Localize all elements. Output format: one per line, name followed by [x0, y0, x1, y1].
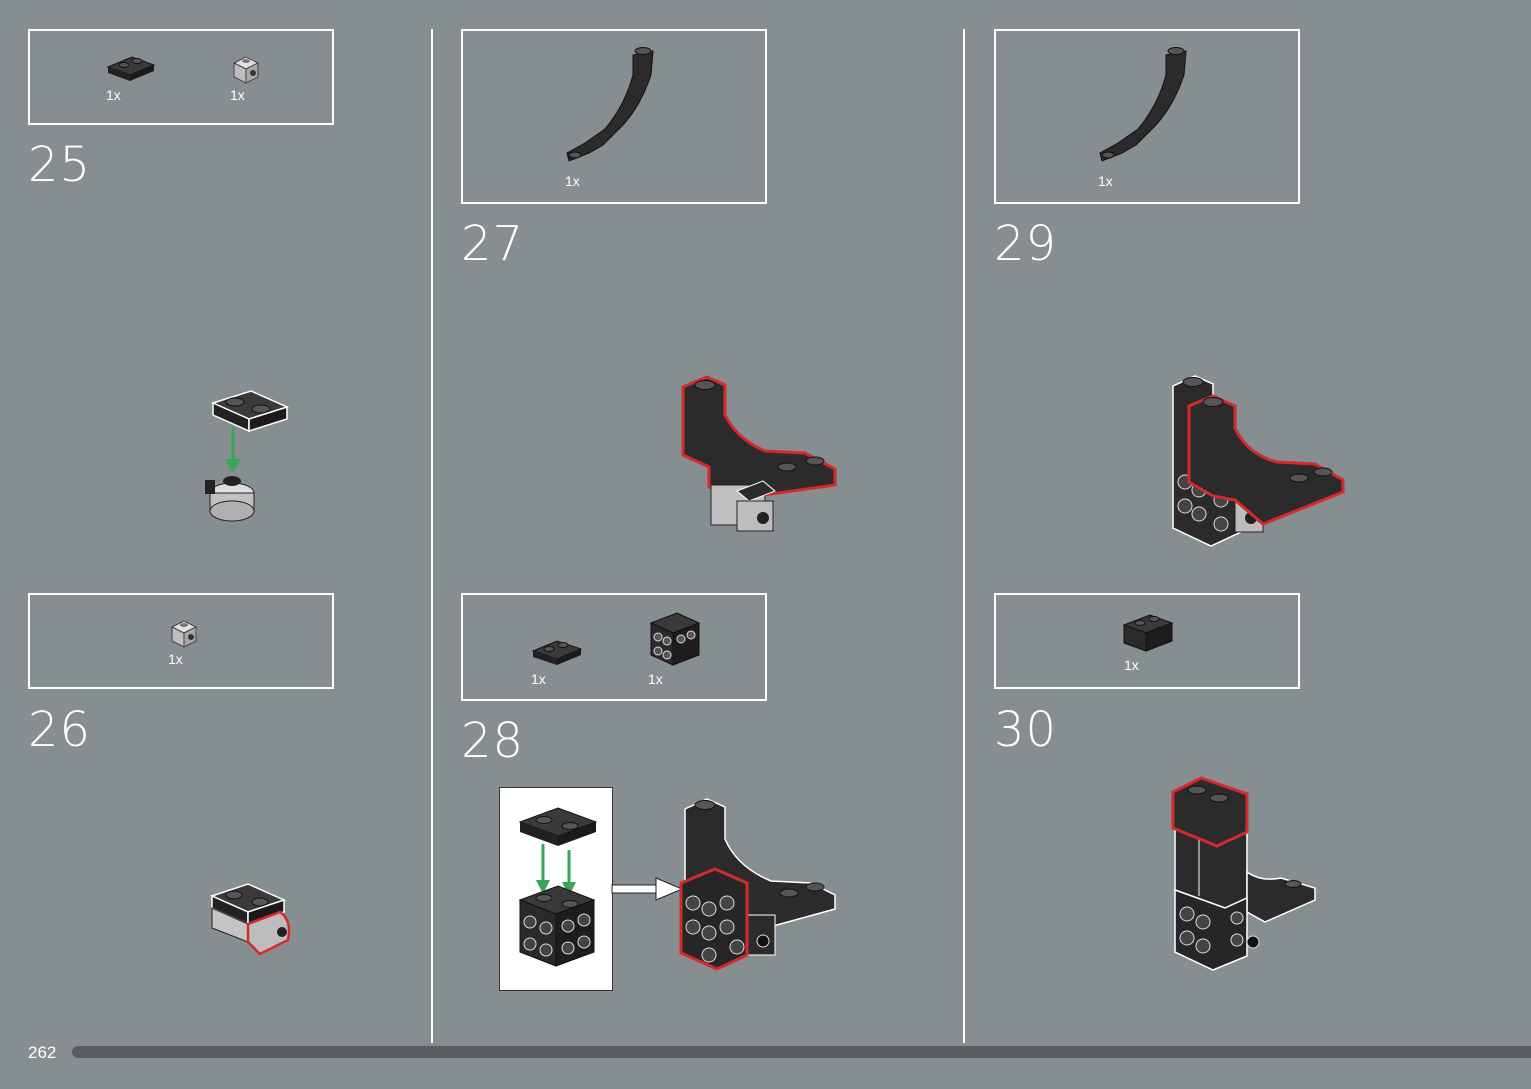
plate-1x2-black-icon	[531, 640, 583, 665]
arch-curved-black-icon	[1099, 47, 1187, 162]
step-number-30: 30	[994, 702, 1058, 758]
brick-1x1-light-gray-icon	[170, 620, 198, 648]
step-28-model-illustration	[679, 798, 836, 971]
sub-assembly-callout	[499, 787, 613, 991]
step-27-model-illustration	[681, 375, 837, 532]
parts-list-step-25: 1x 1x	[28, 29, 334, 125]
parts-list-step-28: 1x 1x	[461, 593, 767, 701]
column-divider-left	[431, 29, 433, 1043]
step-number-25: 25	[28, 137, 92, 193]
brick-2x2-studs-black-icon	[649, 612, 701, 666]
brick-1x2-black-icon	[1122, 614, 1174, 652]
step-26-part-1-qty: 1x	[168, 651, 183, 667]
parts-list-step-29: 1x	[994, 29, 1300, 204]
plate-1x2-black-icon	[106, 56, 156, 81]
sub-assembly-illustration	[518, 807, 598, 967]
step-25-part-2-qty: 1x	[230, 87, 245, 103]
step-29-part-1-qty: 1x	[1098, 173, 1113, 189]
parts-list-step-27: 1x	[461, 29, 767, 204]
parts-list-step-30: 1x	[994, 593, 1300, 689]
step-28-part-1-qty: 1x	[531, 671, 546, 687]
callout-arrow-icon	[611, 877, 684, 901]
step-28-part-2-qty: 1x	[648, 671, 663, 687]
step-number-28: 28	[461, 713, 525, 769]
parts-list-step-26: 1x	[28, 593, 334, 689]
step-number-26: 26	[28, 702, 92, 758]
arch-curved-black-icon	[566, 47, 654, 162]
step-26-model-illustration	[209, 883, 291, 956]
brick-1x1-light-gray-icon	[232, 56, 260, 84]
step-25-model-illustration	[205, 390, 290, 522]
column-divider-right	[963, 29, 965, 1043]
step-30-model-illustration	[1171, 776, 1316, 971]
step-30-part-1-qty: 1x	[1124, 657, 1139, 673]
step-number-29: 29	[994, 216, 1058, 272]
page-progress-bar	[72, 1046, 1531, 1058]
step-number-27: 27	[461, 216, 525, 272]
step-29-model-illustration	[1172, 375, 1345, 547]
step-27-part-1-qty: 1x	[565, 173, 580, 189]
page-number: 262	[28, 1043, 57, 1062]
step-25-part-1-qty: 1x	[106, 87, 121, 103]
